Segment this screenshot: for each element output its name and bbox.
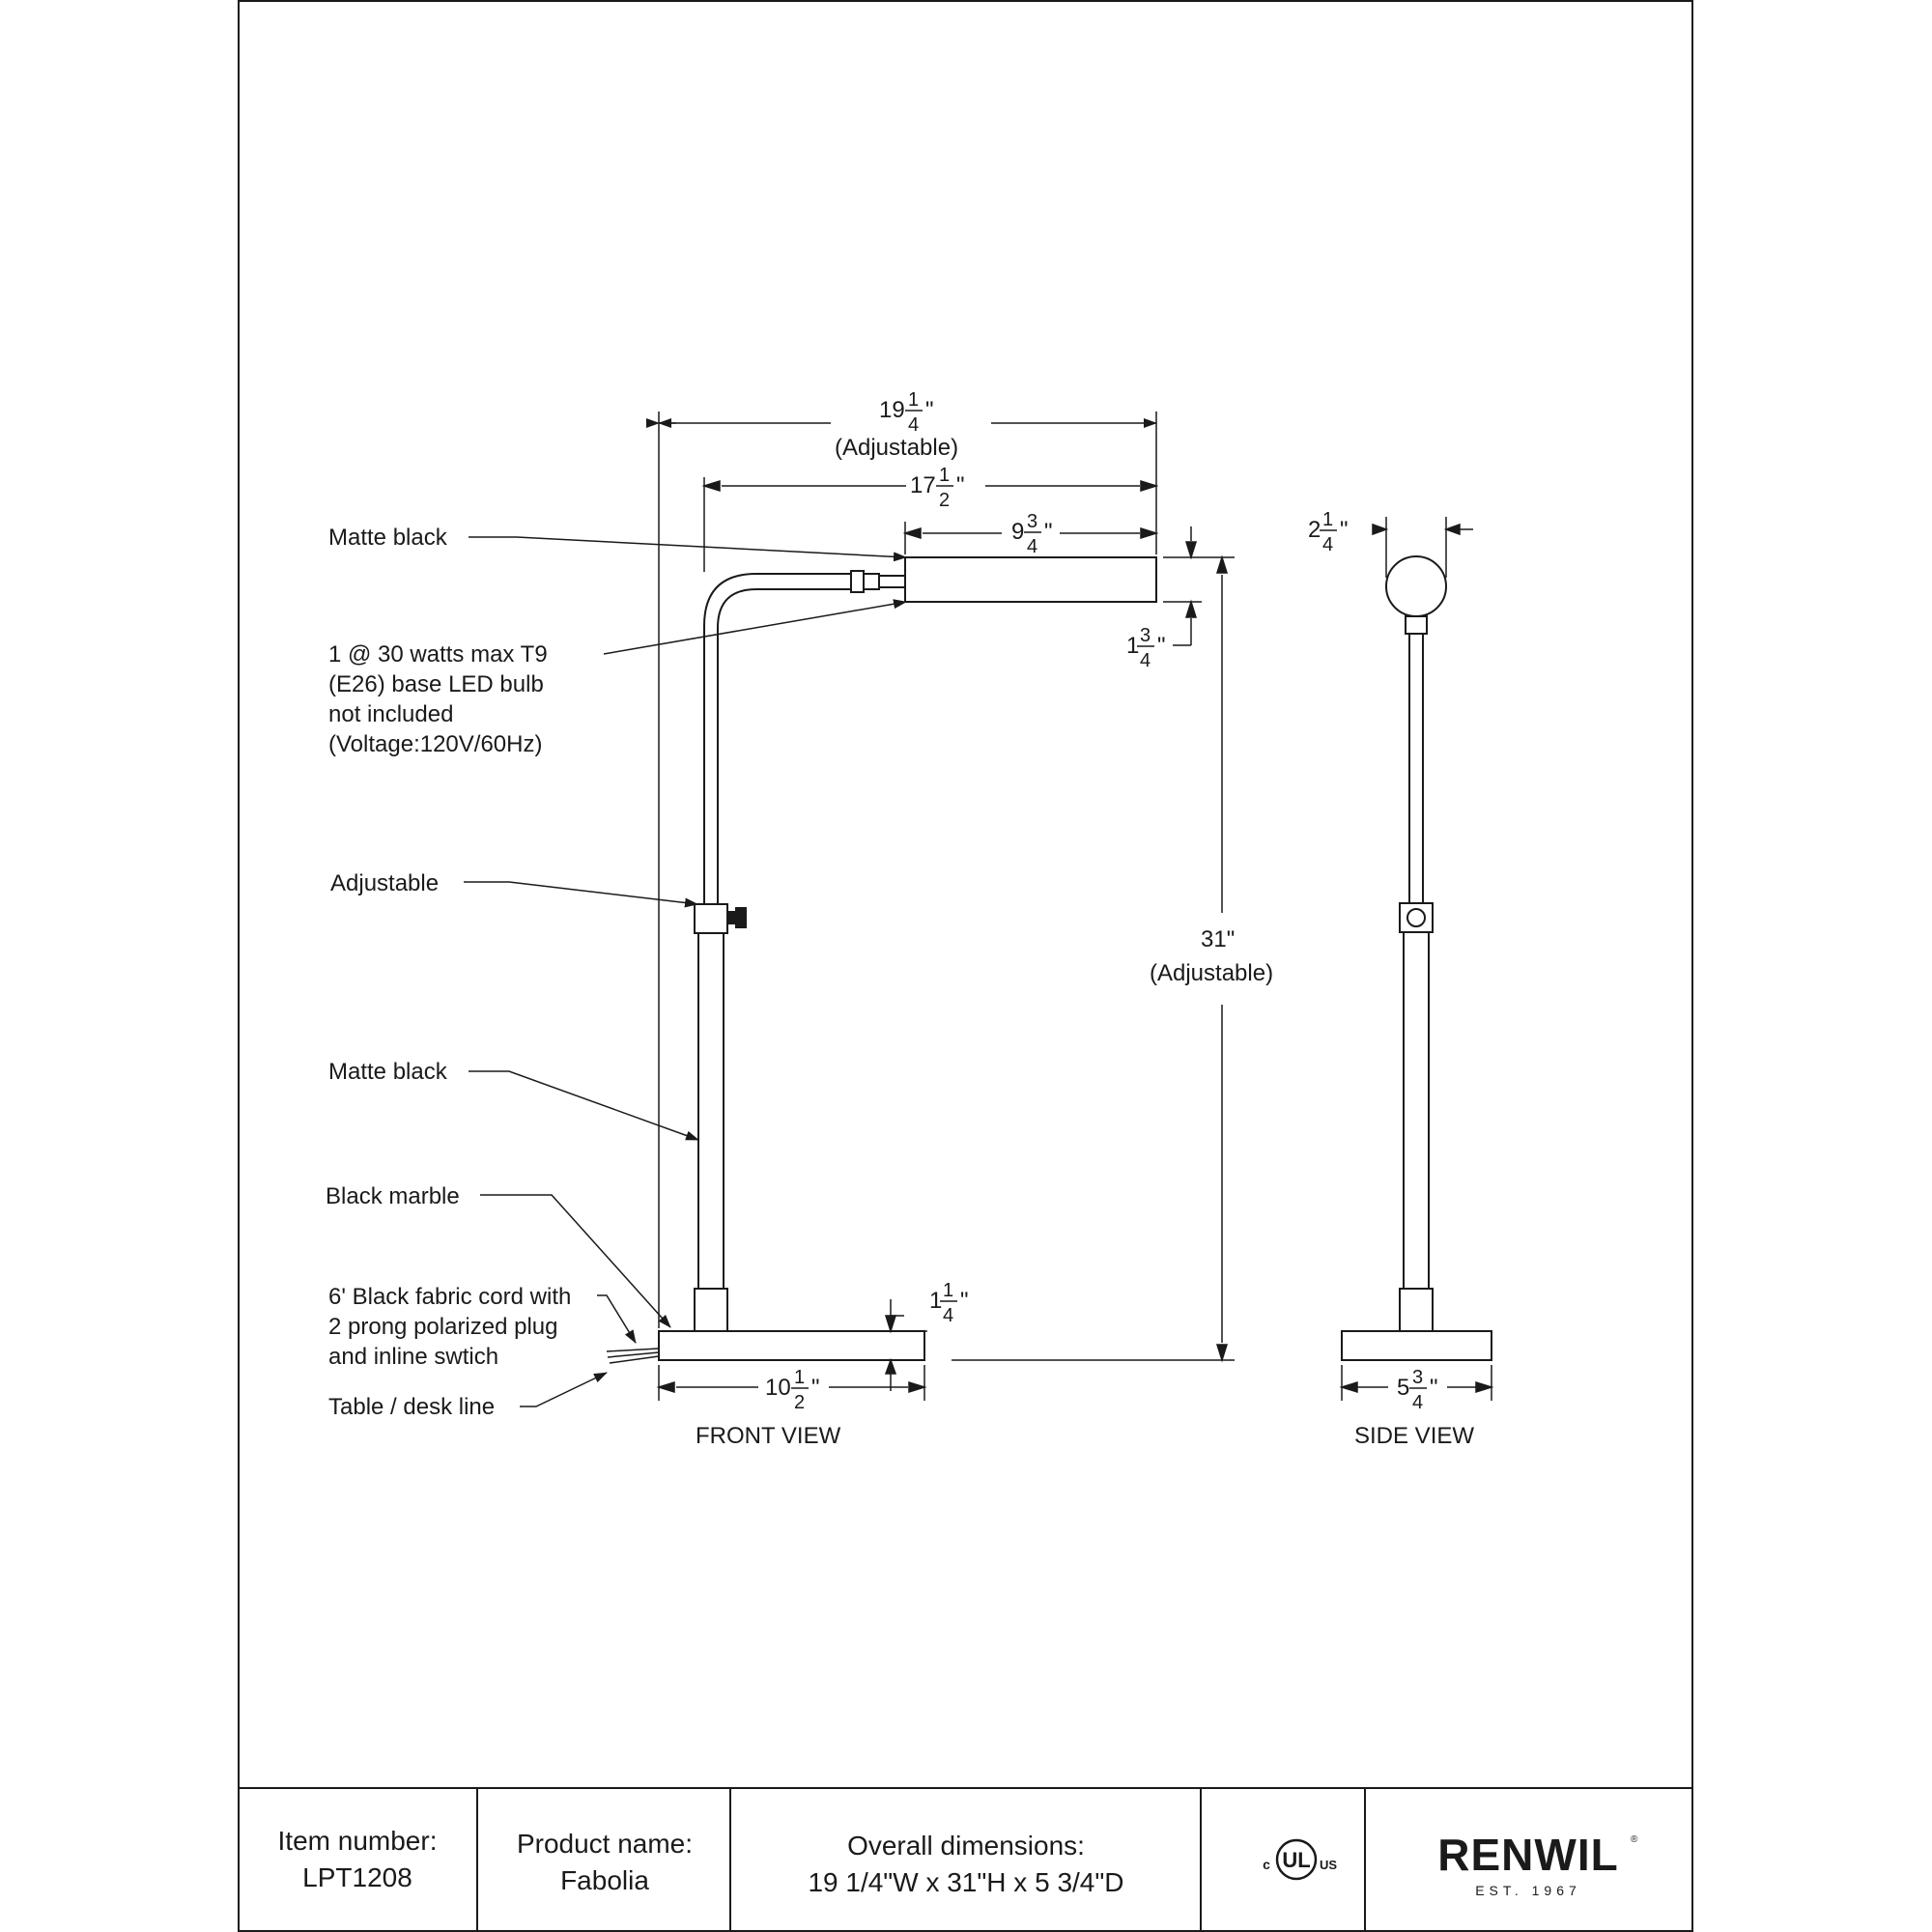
front-lower-pole [697, 931, 724, 1290]
callout-cord-line2: 2 prong polarized plug [328, 1314, 558, 1340]
dim-shade-depth-num: 1 [1322, 509, 1333, 530]
leader-lines [464, 536, 907, 1407]
dim-shade-depth-den: 4 [1322, 534, 1333, 555]
dim-overall-width-den: 4 [908, 414, 919, 436]
callout-base-material: Black marble [326, 1183, 460, 1209]
svg-text:": " [956, 472, 965, 498]
side-adjust-knob-icon [1406, 908, 1426, 927]
svg-text:UL: UL [1282, 1848, 1310, 1872]
dimension-lines [646, 412, 1494, 1401]
side-view-label: SIDE VIEW [1354, 1423, 1474, 1449]
callout-shade-finish: Matte black [328, 525, 448, 551]
sheet-border [238, 0, 1693, 1932]
dim-shade-height-den: 4 [1140, 650, 1151, 671]
svg-text:": " [960, 1288, 969, 1314]
front-shade [904, 556, 1157, 603]
side-view-lamp [1341, 555, 1492, 1361]
dim-shade-width-whole: 9 [1011, 519, 1024, 545]
adjust-knob-icon [727, 911, 737, 924]
svg-text:": " [1157, 633, 1166, 659]
item-number-value: LPT1208 [302, 1862, 412, 1892]
dim-base-height-num: 1 [943, 1280, 953, 1301]
item-number-label: Item number: [278, 1826, 438, 1856]
dim-base-height-whole: 1 [929, 1288, 942, 1314]
dim-arm-width-whole: 17 [910, 472, 936, 498]
dim-overall-height-note: (Adjustable) [1150, 960, 1273, 986]
callouts: Matte black 1 @ 30 watts max T9 (E26) ba… [326, 525, 571, 1420]
bulb-socket [850, 570, 865, 593]
side-upper-pole [1408, 633, 1424, 904]
dim-shade-height-num: 3 [1140, 625, 1151, 646]
dim-shade-depth-whole: 2 [1308, 517, 1321, 543]
svg-text:®: ® [1631, 1834, 1638, 1845]
svg-text:": " [811, 1375, 820, 1401]
dim-shade-height-whole: 1 [1126, 633, 1139, 659]
side-base [1341, 1330, 1492, 1361]
brand-logo: RENWIL [1437, 1830, 1618, 1880]
dimension-labels: 19 1 4 " (Adjustable) 17 1 2 " 9 3 4 " 1… [765, 389, 1438, 1413]
front-upper-pole [703, 573, 851, 904]
callout-adjustable: Adjustable [330, 870, 439, 896]
front-view-lamp [606, 556, 1157, 1364]
dim-shade-width-num: 3 [1027, 511, 1037, 532]
overall-dimensions-value: 19 1/4"W x 31"H x 5 3/4"D [808, 1867, 1123, 1897]
side-base-collar [1399, 1288, 1434, 1332]
dim-shade-width-den: 4 [1027, 536, 1037, 557]
callout-cord-line1: 6' Black fabric cord with [328, 1284, 571, 1310]
side-shade [1385, 555, 1447, 617]
dim-overall-width-whole: 19 [879, 397, 905, 423]
dim-arm-width-num: 1 [939, 465, 950, 486]
dim-base-depth-whole: 5 [1397, 1375, 1409, 1401]
dim-base-width-num: 1 [794, 1367, 805, 1388]
dim-base-depth-den: 4 [1412, 1392, 1423, 1413]
svg-text:": " [1044, 519, 1053, 545]
dim-base-width-whole: 10 [765, 1375, 791, 1401]
title-block [239, 1787, 1692, 1931]
dim-base-width-den: 2 [794, 1392, 805, 1413]
front-base-collar [694, 1288, 728, 1332]
front-view-label: FRONT VIEW [696, 1423, 841, 1449]
dim-overall-width-note: (Adjustable) [835, 435, 958, 461]
callout-bulb-line3: not included [328, 701, 453, 727]
svg-text:": " [1340, 517, 1349, 543]
front-adjust-collar [694, 903, 728, 934]
overall-dimensions-label: Overall dimensions: [847, 1831, 1085, 1861]
callout-bulb-line1: 1 @ 30 watts max T9 [328, 641, 548, 668]
dim-base-depth-num: 3 [1412, 1367, 1423, 1388]
svg-text:": " [925, 397, 934, 423]
callout-bulb-line4: (Voltage:120V/60Hz) [328, 731, 542, 757]
dim-overall-width-num: 1 [908, 389, 919, 411]
dim-base-height-den: 4 [943, 1305, 953, 1326]
svg-text:": " [1430, 1375, 1438, 1401]
cord-wires [606, 1348, 660, 1364]
product-name-label: Product name: [517, 1829, 693, 1859]
title-block-text: Item number: LPT1208 Product name: Fabol… [278, 1826, 1124, 1897]
svg-text:c: c [1263, 1857, 1270, 1872]
callout-table-line: Table / desk line [328, 1394, 495, 1420]
ul-certification-logo: UL c US [1263, 1838, 1337, 1881]
dim-arm-width-den: 2 [939, 490, 950, 511]
callout-bulb-line2: (E26) base LED bulb [328, 671, 544, 697]
callout-pole-finish: Matte black [328, 1059, 448, 1085]
callout-cord-line3: and inline swtich [328, 1344, 498, 1370]
svg-text:US: US [1320, 1858, 1337, 1872]
front-base [658, 1330, 925, 1361]
brand-tagline: EST. 1967 [1475, 1883, 1581, 1898]
product-name-value: Fabolia [560, 1865, 649, 1895]
dim-overall-height: 31" [1201, 926, 1235, 952]
side-lower-pole [1403, 931, 1430, 1290]
side-adjust-collar [1399, 902, 1434, 933]
